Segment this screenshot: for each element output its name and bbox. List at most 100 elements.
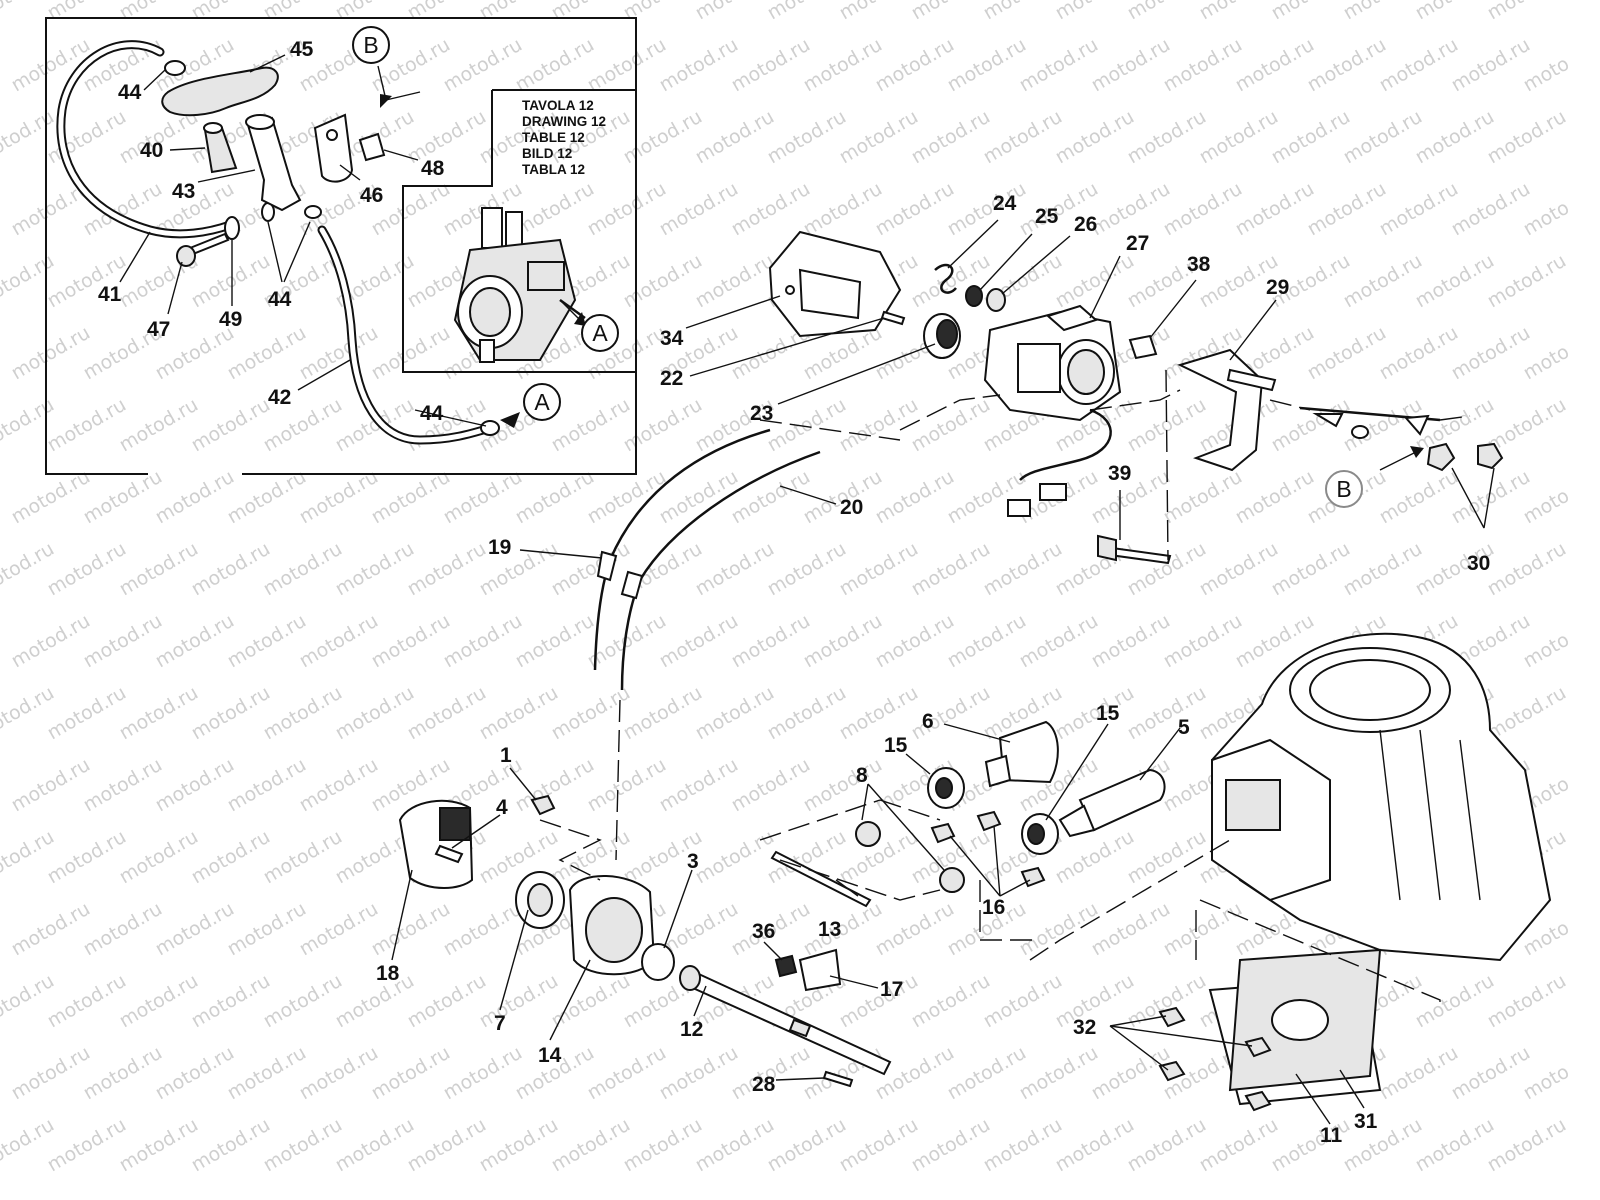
clamp-44-top <box>164 60 186 76</box>
watermark-text: motod.ru <box>224 1042 310 1105</box>
sensor-harness <box>1007 408 1112 517</box>
valve-5 <box>1058 768 1166 838</box>
watermark-text: motod.ru <box>44 682 130 745</box>
watermark-text: motod.ru <box>260 1114 346 1176</box>
watermark-text: motod.ru <box>188 538 274 601</box>
hose-42 <box>317 225 495 445</box>
watermark-text: motod.ru <box>512 34 598 97</box>
watermark-text: motod.ru <box>692 538 778 601</box>
alignment-lines <box>539 369 1471 1010</box>
watermark-text: motod.ru <box>296 1042 382 1105</box>
watermark-text: motod.ru <box>224 898 310 961</box>
bracket-45 <box>161 66 279 117</box>
watermark-text: motod.ru <box>728 610 814 673</box>
callout-36: 36 <box>752 920 775 943</box>
watermark-text: motod.ru <box>548 970 634 1033</box>
watermark-text: motod.ru <box>800 34 886 97</box>
watermark-text: motod.ru <box>692 1114 778 1176</box>
watermark-text: motod.ru <box>1484 538 1569 601</box>
ref-line-bild: BILD 12 <box>522 146 572 161</box>
watermark-text: motod.ru <box>332 538 418 601</box>
watermark-text: motod.ru <box>440 610 526 673</box>
watermark-text: motod.ru <box>1232 466 1318 529</box>
watermark-text: motod.ru <box>1124 682 1210 745</box>
watermark-text: motod.ru <box>1376 178 1462 241</box>
watermark-text: motod.ru <box>440 1042 526 1105</box>
watermark-text: motod.ru <box>1340 538 1426 601</box>
marker-a-hose-label: A <box>534 389 550 415</box>
watermark-text: motod.ru <box>1124 1114 1210 1176</box>
watermark-text: motod.ru <box>836 106 922 169</box>
watermark-text: motod.ru <box>332 682 418 745</box>
watermark-text: motod.ru <box>404 394 490 457</box>
watermark-text: motod.ru <box>1052 106 1138 169</box>
watermark-text: motod.ru <box>1160 466 1246 529</box>
watermark-text: motod.ru <box>1412 970 1498 1033</box>
watermark-text: motod.ru <box>584 34 670 97</box>
watermark-text: motod.ru <box>188 250 274 313</box>
callout-42: 42 <box>268 386 291 409</box>
watermark-text: motod.ru <box>1268 106 1354 169</box>
screws-32 <box>1158 1006 1272 1112</box>
washer-26 <box>986 288 1006 312</box>
callout-43: 43 <box>172 180 195 203</box>
watermark-text: motod.ru <box>404 538 490 601</box>
valve-body-43 <box>246 116 302 212</box>
callout-28: 28 <box>752 1073 776 1096</box>
nuts-30 <box>1426 442 1504 472</box>
watermark-text: motod.ru <box>368 1042 454 1105</box>
watermark-text: motod.ru <box>584 1042 670 1105</box>
washer-25 <box>965 285 983 307</box>
watermark-text: motod.ru <box>872 34 958 97</box>
callout-24: 24 <box>993 192 1017 215</box>
watermark-text: motod.ru <box>656 754 742 817</box>
marker-b-inset-label: B <box>363 32 378 58</box>
watermark-text: motod.ru <box>188 394 274 457</box>
watermark-text: motod.ru <box>584 178 670 241</box>
watermark-text: motod.ru <box>1196 538 1282 601</box>
housing-14 <box>568 874 656 976</box>
watermark-text: motod.ru <box>1160 898 1246 961</box>
pulley-23 <box>923 313 961 359</box>
watermark-text: motod.ru <box>620 250 706 313</box>
screw-1 <box>530 794 556 816</box>
watermark-text: motod.ru <box>692 250 778 313</box>
watermark-text: motod.ru <box>1088 1042 1174 1105</box>
watermark-text: motod.ru <box>152 754 238 817</box>
watermark-text: motod.ru <box>1124 826 1210 889</box>
watermark-text: motod.ru <box>692 826 778 889</box>
marker-a-hose: A <box>523 383 561 421</box>
watermark-text: motod.ru <box>1484 682 1569 745</box>
watermark-text: motod.ru <box>8 898 94 961</box>
callout-44: 44 <box>268 288 292 311</box>
watermark-text: motod.ru <box>620 1114 706 1176</box>
watermark-text: motod.ru <box>44 826 130 889</box>
watermark-text: motod.ru <box>152 1042 238 1105</box>
watermark-text: motod.ru <box>224 754 310 817</box>
watermark-text: motod.ru <box>1412 106 1498 169</box>
watermark-text: motod.ru <box>80 466 166 529</box>
callout-41: 41 <box>98 283 122 306</box>
watermark-text: motod.ru <box>224 322 310 385</box>
callout-5: 5 <box>1178 716 1190 739</box>
watermark-text: motod.ru <box>1052 682 1138 745</box>
watermark-text: motod.ru <box>836 538 922 601</box>
pulley-7 <box>515 871 565 929</box>
fitting-48 <box>358 132 386 162</box>
callout-13: 13 <box>818 918 841 941</box>
watermark-text: motod.ru <box>80 610 166 673</box>
watermark-text: motod.ru <box>404 682 490 745</box>
watermark-text: motod.ru <box>8 1042 94 1105</box>
watermark-text: motod.ru <box>224 610 310 673</box>
watermark-text: motod.ru <box>1196 106 1282 169</box>
watermark-text: motod.ru <box>1376 322 1462 385</box>
watermark-text: motod.ru <box>1484 1114 1569 1176</box>
watermark-text: motod.ru <box>1160 178 1246 241</box>
watermark-text: motod.ru <box>1124 106 1210 169</box>
shaft-12 <box>679 965 892 1076</box>
watermark-text: motod.ru <box>260 970 346 1033</box>
watermark-text: motod.ru <box>8 754 94 817</box>
watermark-text: motod.ru <box>296 466 382 529</box>
reed-block-31 <box>1208 948 1382 1106</box>
cover-18 <box>398 799 474 889</box>
